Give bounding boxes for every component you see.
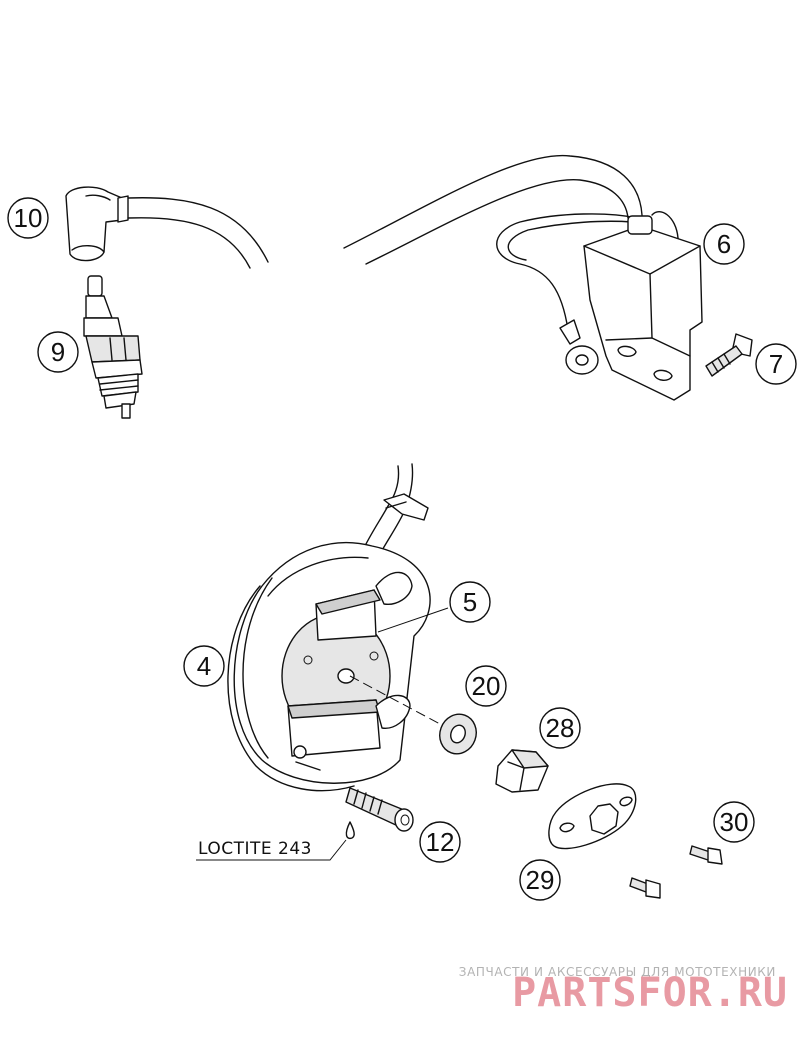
callout-5: 5 xyxy=(449,581,491,623)
loctite-leader xyxy=(196,839,347,861)
washer xyxy=(439,713,477,755)
ht-lead xyxy=(127,197,269,269)
screw-30 xyxy=(689,845,723,865)
callout-10: 10 xyxy=(7,197,49,239)
coil-bolt xyxy=(705,333,753,377)
callout-5-label: 5 xyxy=(463,587,477,617)
callout-10-label: 10 xyxy=(14,203,43,233)
callout-6-label: 6 xyxy=(717,229,731,259)
callout-30: 30 xyxy=(713,801,755,843)
callout-4-label: 4 xyxy=(197,651,211,681)
stator-assembly xyxy=(233,541,431,784)
nut xyxy=(495,749,549,793)
spark-plug xyxy=(83,275,143,419)
callout-20-label: 20 xyxy=(472,671,501,701)
callout-9-label: 9 xyxy=(51,337,65,367)
callout-28: 28 xyxy=(539,707,581,749)
watermark-tagline: ЗАПЧАСТИ И АКСЕССУАРЫ ДЛЯ МОТОТЕХНИКИ xyxy=(459,965,776,979)
callout-9: 9 xyxy=(37,331,79,373)
ignition-coil xyxy=(583,215,703,401)
plate xyxy=(548,783,637,850)
callout-29-label: 29 xyxy=(526,865,555,895)
screw-12 xyxy=(345,787,414,832)
stator-wire xyxy=(345,463,429,599)
callout-12: 12 xyxy=(419,821,461,863)
callout-7-label: 7 xyxy=(769,349,783,379)
callout-30-label: 30 xyxy=(720,807,749,837)
spark-plug-cap xyxy=(65,186,129,262)
watermark: ЗАПЧАСТИ И АКСЕССУАРЫ ДЛЯ МОТОТЕХНИКИ PA… xyxy=(459,965,788,1016)
flywheel-rim xyxy=(227,577,355,792)
screw-small xyxy=(629,877,661,899)
callout-20: 20 xyxy=(465,665,507,707)
callout-7: 7 xyxy=(755,343,797,385)
callout-4: 4 xyxy=(183,645,225,687)
leader-lines xyxy=(349,607,449,725)
loctite-label: LOCTITE 243 xyxy=(198,839,312,859)
coil-wiring xyxy=(343,154,681,375)
callout-6: 6 xyxy=(703,223,745,265)
callout-29: 29 xyxy=(519,859,561,901)
callout-28-label: 28 xyxy=(546,713,575,743)
callout-12-label: 12 xyxy=(426,827,455,857)
loctite-drop-icon xyxy=(345,821,355,840)
watermark-brand: PARTSFOR.RU xyxy=(512,970,788,1016)
